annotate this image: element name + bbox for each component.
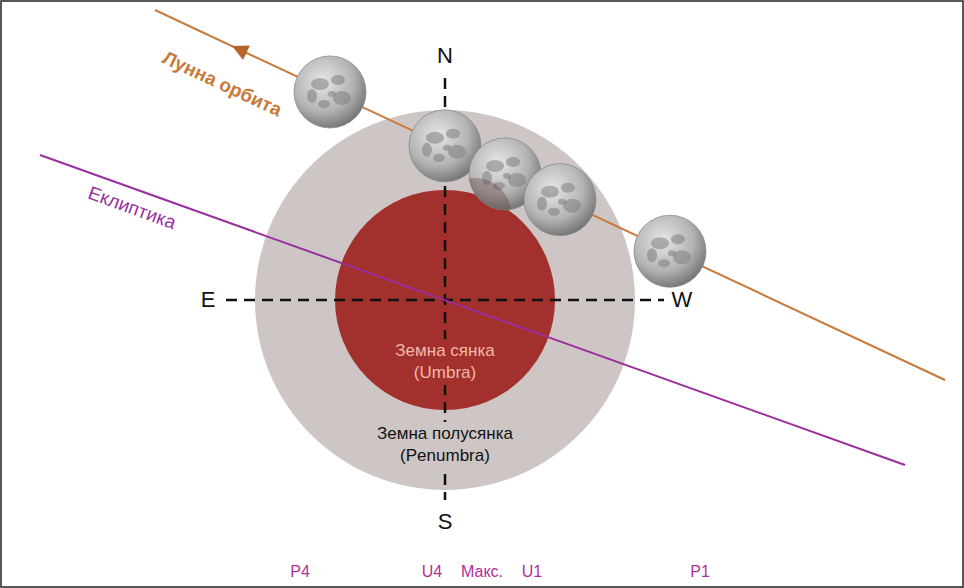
compass-west: W (672, 287, 693, 313)
compass-north: N (437, 43, 453, 69)
cardinal-axes (226, 78, 664, 500)
moon (634, 215, 706, 287)
orbit-label: Лунна орбита (159, 47, 285, 122)
moon (524, 164, 596, 236)
ecliptic-label: Еклиптика (85, 182, 179, 234)
compass-east: E (201, 287, 216, 313)
shadow-label: Земна сянка (Umbra) (386, 339, 504, 385)
orbit-arrowhead (232, 46, 250, 60)
contact-label: Макс. (461, 563, 503, 581)
contact-label: P4 (290, 563, 310, 581)
compass-south: S (438, 509, 453, 535)
moon (294, 56, 366, 128)
shadow-label: Земна полусянка (Penumbra) (367, 422, 523, 468)
contact-label: U4 (422, 563, 442, 581)
umbra-circle: Земна сянка (Umbra) (335, 190, 555, 410)
contact-label: P1 (690, 563, 710, 581)
penumbra-circle: Земна сянка (Umbra) Земна полусянка (Penu… (255, 110, 635, 490)
contact-label: U1 (522, 563, 542, 581)
